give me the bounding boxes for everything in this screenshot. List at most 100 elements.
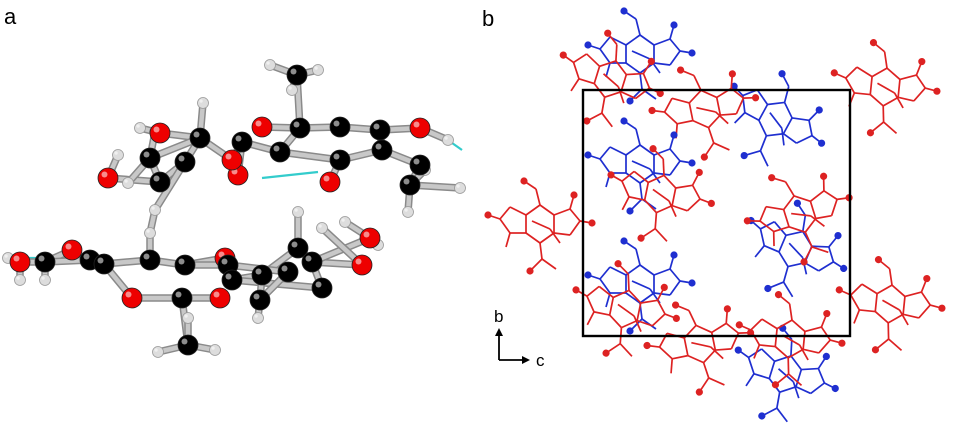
hydrogen-atom	[39, 274, 51, 286]
wire-bond	[902, 313, 920, 319]
wire-bond	[625, 292, 641, 304]
oxygen-dot	[838, 339, 846, 347]
wire-bond	[683, 337, 689, 356]
blue-molecule	[584, 237, 696, 335]
carbon-atom	[149, 171, 171, 193]
wire-bond	[635, 248, 641, 266]
blue-molecule	[734, 324, 839, 423]
wire-bond	[776, 319, 793, 330]
wire-bond	[625, 34, 641, 46]
wire-bond	[539, 232, 555, 244]
wire-bond	[782, 209, 790, 228]
atom-highlight	[315, 281, 322, 288]
wire-bond	[850, 294, 861, 311]
hydrogen-atom	[316, 222, 328, 234]
wire-bond	[663, 97, 673, 113]
oxygen-dot	[751, 94, 760, 102]
wire-bond	[772, 231, 775, 247]
oxygen-atom	[121, 287, 143, 309]
red-molecule	[643, 301, 755, 396]
red-molecule	[830, 39, 941, 137]
wire-bond	[779, 385, 797, 394]
wire-bond	[856, 66, 873, 78]
wire-bond	[635, 128, 641, 146]
wire-bond	[669, 148, 681, 162]
covalent-bonds	[4, 61, 464, 356]
wire-bond	[525, 204, 541, 216]
wire-bond	[897, 79, 901, 98]
oxygen-dot	[688, 279, 696, 287]
oxygen-dot	[822, 352, 830, 360]
wire-bond	[696, 106, 716, 113]
atom-highlight	[333, 120, 340, 127]
wire-bond	[525, 232, 541, 244]
oxygen-dot	[774, 291, 783, 299]
atom-highlight	[211, 346, 215, 350]
wire-bond	[708, 377, 725, 386]
wire-bond	[782, 133, 798, 144]
wire-bond	[787, 348, 804, 359]
wire-bond	[599, 278, 611, 294]
wire-bond	[649, 168, 661, 184]
oxygen-dot	[647, 57, 655, 65]
wire-bond	[669, 280, 681, 296]
atom-highlight	[281, 265, 288, 272]
oxygen-dot	[820, 172, 828, 180]
hydrogen-atom	[14, 274, 26, 286]
wire-bond	[810, 382, 825, 395]
oxygen-dot	[688, 49, 696, 57]
carbon-atom	[277, 261, 299, 283]
wire-bond	[586, 295, 595, 313]
wire-bond	[687, 354, 704, 364]
atom-highlight	[318, 224, 322, 228]
wire-bond	[702, 349, 716, 364]
panel-a-label: a	[4, 4, 17, 29]
wire-bond	[691, 341, 711, 348]
atom-highlight	[143, 253, 150, 260]
oxygen-dot	[688, 159, 696, 167]
oxygen-dot	[764, 284, 772, 293]
wire-bond	[893, 92, 904, 109]
hydrogen-atom	[442, 134, 454, 146]
wire-bond	[809, 190, 825, 202]
wire-bond	[639, 264, 655, 276]
oxygen-dot	[614, 260, 622, 268]
wire-bond	[639, 34, 655, 46]
wire-bond	[625, 62, 641, 74]
wire-bond	[759, 344, 776, 348]
oxygen-dot	[871, 346, 880, 354]
atom-highlight	[16, 276, 20, 280]
oxygen-dot	[583, 117, 591, 125]
oxygen-atom	[61, 239, 83, 261]
oxygen-dot	[695, 168, 703, 176]
oxygen-dot	[602, 349, 610, 357]
wire-bond	[877, 82, 895, 94]
wire-bond	[773, 225, 790, 233]
blue-molecule	[584, 117, 696, 215]
wire-bond	[713, 142, 730, 151]
carbon-atom	[139, 249, 161, 271]
panel-a-ball-and-stick: a	[2, 4, 466, 358]
wire-bond	[811, 245, 829, 248]
oxygen-dot	[570, 191, 578, 199]
oxygen-dot	[670, 251, 678, 259]
oxygen-dot	[660, 283, 668, 291]
hydrogen-atom	[402, 206, 414, 218]
wire-bond	[760, 220, 775, 230]
wire-bond	[715, 97, 722, 116]
oxygen-dot	[607, 171, 615, 179]
wire-bond	[796, 134, 813, 144]
wire-bond	[783, 102, 793, 119]
wire-bond	[621, 196, 630, 211]
wire-bond	[897, 96, 915, 102]
wire-bond	[804, 262, 820, 272]
oxygen-dot	[671, 301, 680, 309]
carbon-atom	[34, 251, 56, 273]
hydrogen-atom	[182, 312, 194, 324]
atom-highlight	[38, 255, 45, 262]
wire-bond	[643, 182, 650, 201]
hydrogen-bond	[261, 170, 319, 180]
red-molecule	[484, 177, 596, 275]
carbon-atom	[311, 277, 333, 299]
wire-bond	[653, 62, 671, 66]
